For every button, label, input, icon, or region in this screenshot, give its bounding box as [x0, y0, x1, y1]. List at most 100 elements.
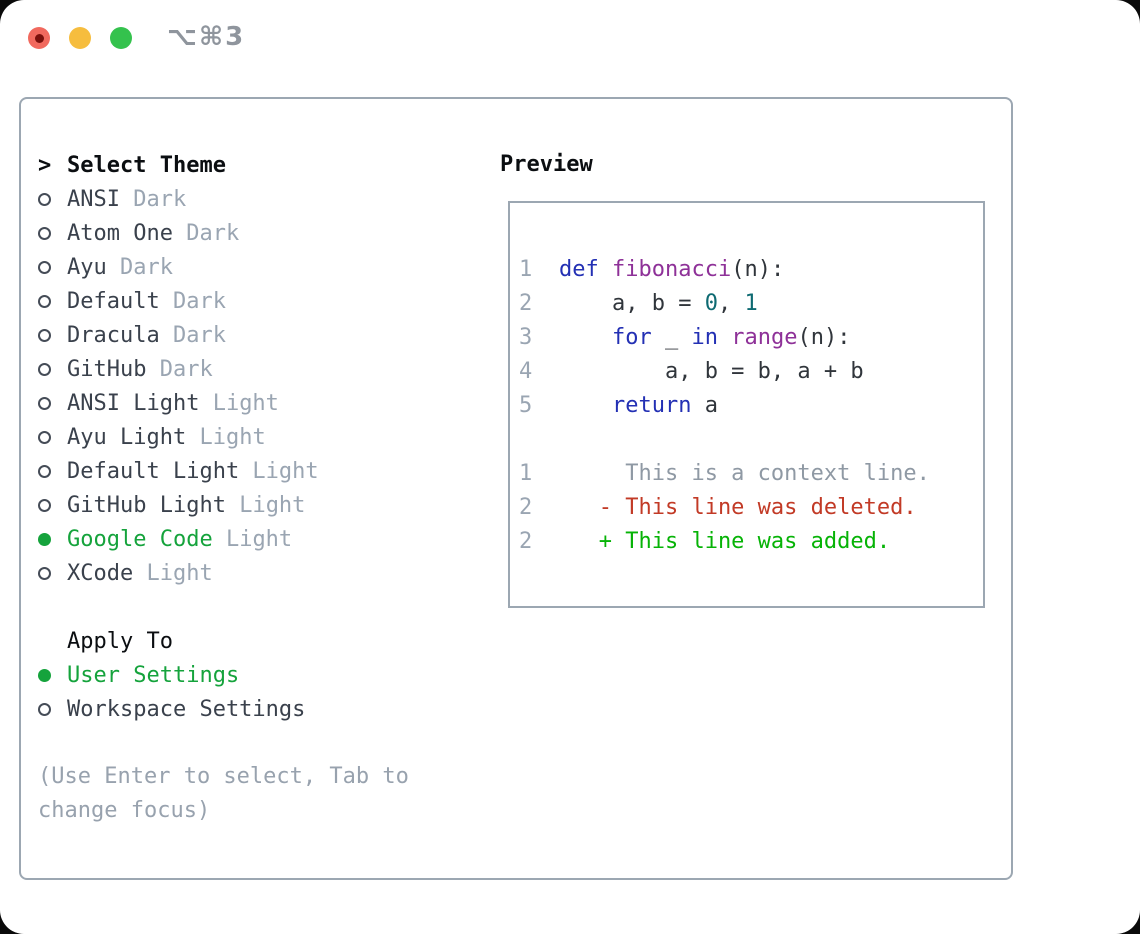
minimize-button[interactable] — [69, 27, 91, 49]
option-label: ANSI — [67, 186, 120, 212]
radio-icon — [38, 226, 51, 240]
line-number: 1 — [519, 257, 533, 282]
token-code_default — [559, 393, 612, 418]
option-variant-label: Dark — [159, 322, 226, 348]
option-variant-label: Dark — [106, 254, 173, 280]
token-diff_added: + This line was added. — [559, 529, 891, 554]
theme-list-title: Select Theme — [67, 152, 226, 178]
token-code_default: a, b = b, a + b — [559, 359, 864, 384]
radio-icon — [38, 702, 51, 716]
option-variant-label: Light — [133, 560, 213, 586]
line-number: 5 — [519, 393, 533, 418]
theme-option[interactable]: Google Code Light — [38, 522, 409, 556]
radio-selected-icon — [38, 532, 51, 546]
option-label: Default — [67, 288, 160, 314]
line-number: 3 — [519, 325, 533, 350]
option-label: Ayu Light — [67, 424, 187, 450]
token-code_default: (n): — [797, 325, 851, 350]
option-variant-label: Light — [239, 458, 319, 484]
radio-icon — [38, 328, 51, 342]
radio-icon — [38, 362, 51, 376]
radio-selected-icon — [38, 668, 51, 682]
token-code_default — [559, 325, 612, 350]
line-number: 2 — [519, 529, 533, 554]
option-label: ANSI Light — [67, 390, 200, 416]
hint-line-1: (Use Enter to select, Tab to — [38, 764, 409, 789]
radio-icon — [38, 260, 51, 274]
token-code_default: (n): — [731, 257, 785, 282]
apply-to-header: Apply To — [38, 624, 409, 658]
option-variant-label: Dark — [159, 288, 226, 314]
theme-option[interactable]: GitHub Dark — [38, 352, 409, 386]
close-dot-icon — [34, 33, 44, 43]
theme-option[interactable]: Default Light Light — [38, 454, 409, 488]
apply-target-option[interactable]: User Settings — [38, 658, 409, 692]
token-keyword: def — [559, 257, 599, 282]
option-label: Google Code — [67, 526, 213, 552]
token-code_default: a — [691, 393, 718, 418]
theme-option[interactable]: Atom One Dark — [38, 216, 409, 250]
code-line: 5 return a — [519, 389, 983, 423]
token-code_default: _ — [651, 325, 692, 350]
window-title-shortcut: ⌥⌘3 — [167, 22, 246, 52]
theme-list-header: > Select Theme — [38, 148, 409, 182]
line-number: 1 — [519, 461, 533, 486]
diff-line: 1 This is a context line. — [519, 457, 983, 491]
option-label: Ayu — [67, 254, 107, 280]
token-code_default: , — [717, 291, 745, 316]
option-variant-label: Light — [186, 424, 266, 450]
close-button[interactable] — [28, 27, 50, 49]
radio-icon — [38, 192, 51, 206]
token-keyword: in — [691, 325, 718, 350]
option-variant-label: Dark — [146, 356, 213, 382]
theme-option[interactable]: XCode Light — [38, 556, 409, 590]
theme-option[interactable]: Default Dark — [38, 284, 409, 318]
option-label: Atom One — [67, 220, 173, 246]
theme-option[interactable]: ANSI Light Light — [38, 386, 409, 420]
option-variant-label: Dark — [119, 186, 187, 212]
preview-title: Preview — [500, 152, 593, 177]
hint-line-2: change focus) — [38, 798, 211, 823]
radio-icon — [38, 464, 51, 478]
option-variant-label: Dark — [172, 220, 240, 246]
option-label: Default Light — [67, 458, 240, 484]
theme-option[interactable]: Ayu Light Light — [38, 420, 409, 454]
code-line: 4 a, b = b, a + b — [519, 355, 983, 389]
radio-icon — [38, 566, 51, 580]
code-line: 3 for _ in range(n): — [519, 321, 983, 355]
theme-option[interactable]: Ayu Dark — [38, 250, 409, 284]
theme-option[interactable]: GitHub Light Light — [38, 488, 409, 522]
token-diff_context: This is a context line. — [559, 461, 930, 486]
spacer-row — [38, 590, 409, 624]
apply-target-option[interactable]: Workspace Settings — [38, 692, 409, 726]
option-label: User Settings — [67, 662, 240, 688]
token-number: 0 — [704, 291, 718, 316]
option-label: GitHub — [67, 356, 147, 382]
focus-caret-icon: > — [38, 152, 52, 178]
token-diff_deleted: - This line was deleted. — [559, 495, 917, 520]
token-code_default: a, b = — [559, 291, 705, 316]
token-keyword: for — [611, 325, 652, 350]
line-number: 2 — [519, 291, 533, 316]
option-variant-label: Light — [199, 390, 279, 416]
diff-line: 2 + This line was added. — [519, 525, 983, 559]
theme-option[interactable]: ANSI Dark — [38, 182, 409, 216]
spacer-row — [519, 423, 983, 457]
spacer-row — [38, 726, 409, 760]
option-label: XCode — [67, 560, 134, 586]
radio-icon — [38, 294, 51, 308]
apply-to-title: Apply To — [67, 628, 173, 654]
option-variant-label: Light — [212, 526, 293, 552]
radio-icon — [38, 430, 51, 444]
code-line: 2 a, b = 0, 1 — [519, 287, 983, 321]
option-label: GitHub Light — [67, 492, 226, 518]
token-code_default — [599, 257, 612, 282]
option-label: Workspace Settings — [67, 696, 306, 722]
diff-line: 2 - This line was deleted. — [519, 491, 983, 525]
zoom-button[interactable] — [110, 27, 132, 49]
theme-option[interactable]: Dracula Dark — [38, 318, 409, 352]
token-function: fibonacci — [612, 257, 732, 282]
